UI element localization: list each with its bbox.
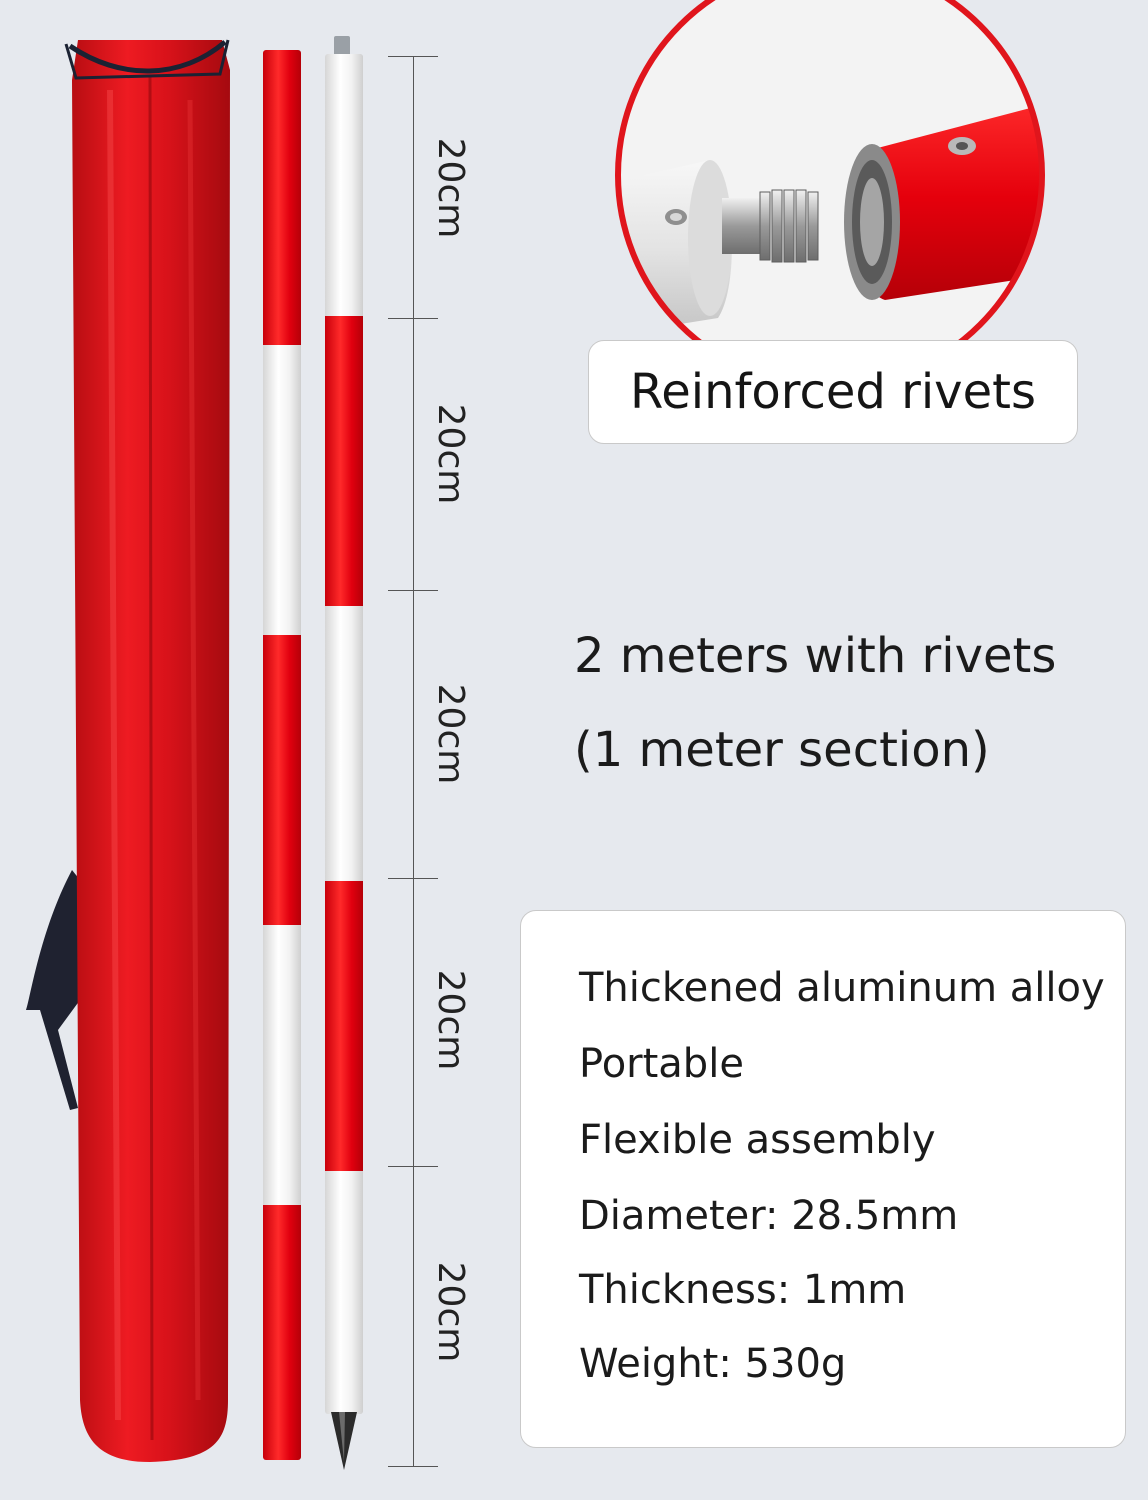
specs-card: Thickened aluminum alloy Portable Flexib… bbox=[520, 910, 1126, 1448]
spec-item: Portable bbox=[579, 1041, 744, 1087]
ruler-tick bbox=[388, 1166, 438, 1167]
spec-item: Thickened aluminum alloy bbox=[579, 965, 1105, 1011]
rivets-caption: Reinforced rivets bbox=[630, 364, 1036, 420]
spec-item: Flexible assembly bbox=[579, 1117, 936, 1163]
bag-strap bbox=[26, 870, 80, 1110]
spec-item: Diameter: 28.5mm bbox=[579, 1193, 959, 1239]
red-tube-end bbox=[854, 95, 1042, 300]
ruler-label: 20cm bbox=[430, 969, 471, 1071]
ruler-tick bbox=[388, 56, 438, 57]
ruler-tick bbox=[388, 1466, 438, 1467]
bag-drawstring bbox=[68, 40, 227, 74]
ruler-tick bbox=[388, 318, 438, 319]
ruler-label: 20cm bbox=[430, 403, 471, 505]
measure-ruler bbox=[413, 56, 414, 1466]
spec-item: Thickness: 1mm bbox=[579, 1267, 907, 1313]
ruler-tick bbox=[388, 878, 438, 879]
pole-top-connector bbox=[334, 36, 350, 56]
pole-spike-tip bbox=[331, 1412, 357, 1470]
headline-line-2: (1 meter section) bbox=[574, 722, 990, 778]
rivets-caption-badge: Reinforced rivets bbox=[588, 340, 1078, 444]
ruler-label: 20cm bbox=[430, 683, 471, 785]
pole-section-white bbox=[325, 54, 363, 1414]
spec-item: Weight: 530g bbox=[579, 1341, 847, 1387]
carry-bag bbox=[26, 39, 230, 1462]
pole-section-red bbox=[263, 50, 301, 1460]
ruler-label: 20cm bbox=[430, 1261, 471, 1363]
bag-seam bbox=[148, 74, 154, 1441]
headline-line-1: 2 meters with rivets bbox=[574, 628, 1057, 684]
ruler-label: 20cm bbox=[430, 137, 471, 239]
ruler-tick bbox=[388, 590, 438, 591]
rivet-zoom-circle bbox=[615, 0, 1045, 390]
